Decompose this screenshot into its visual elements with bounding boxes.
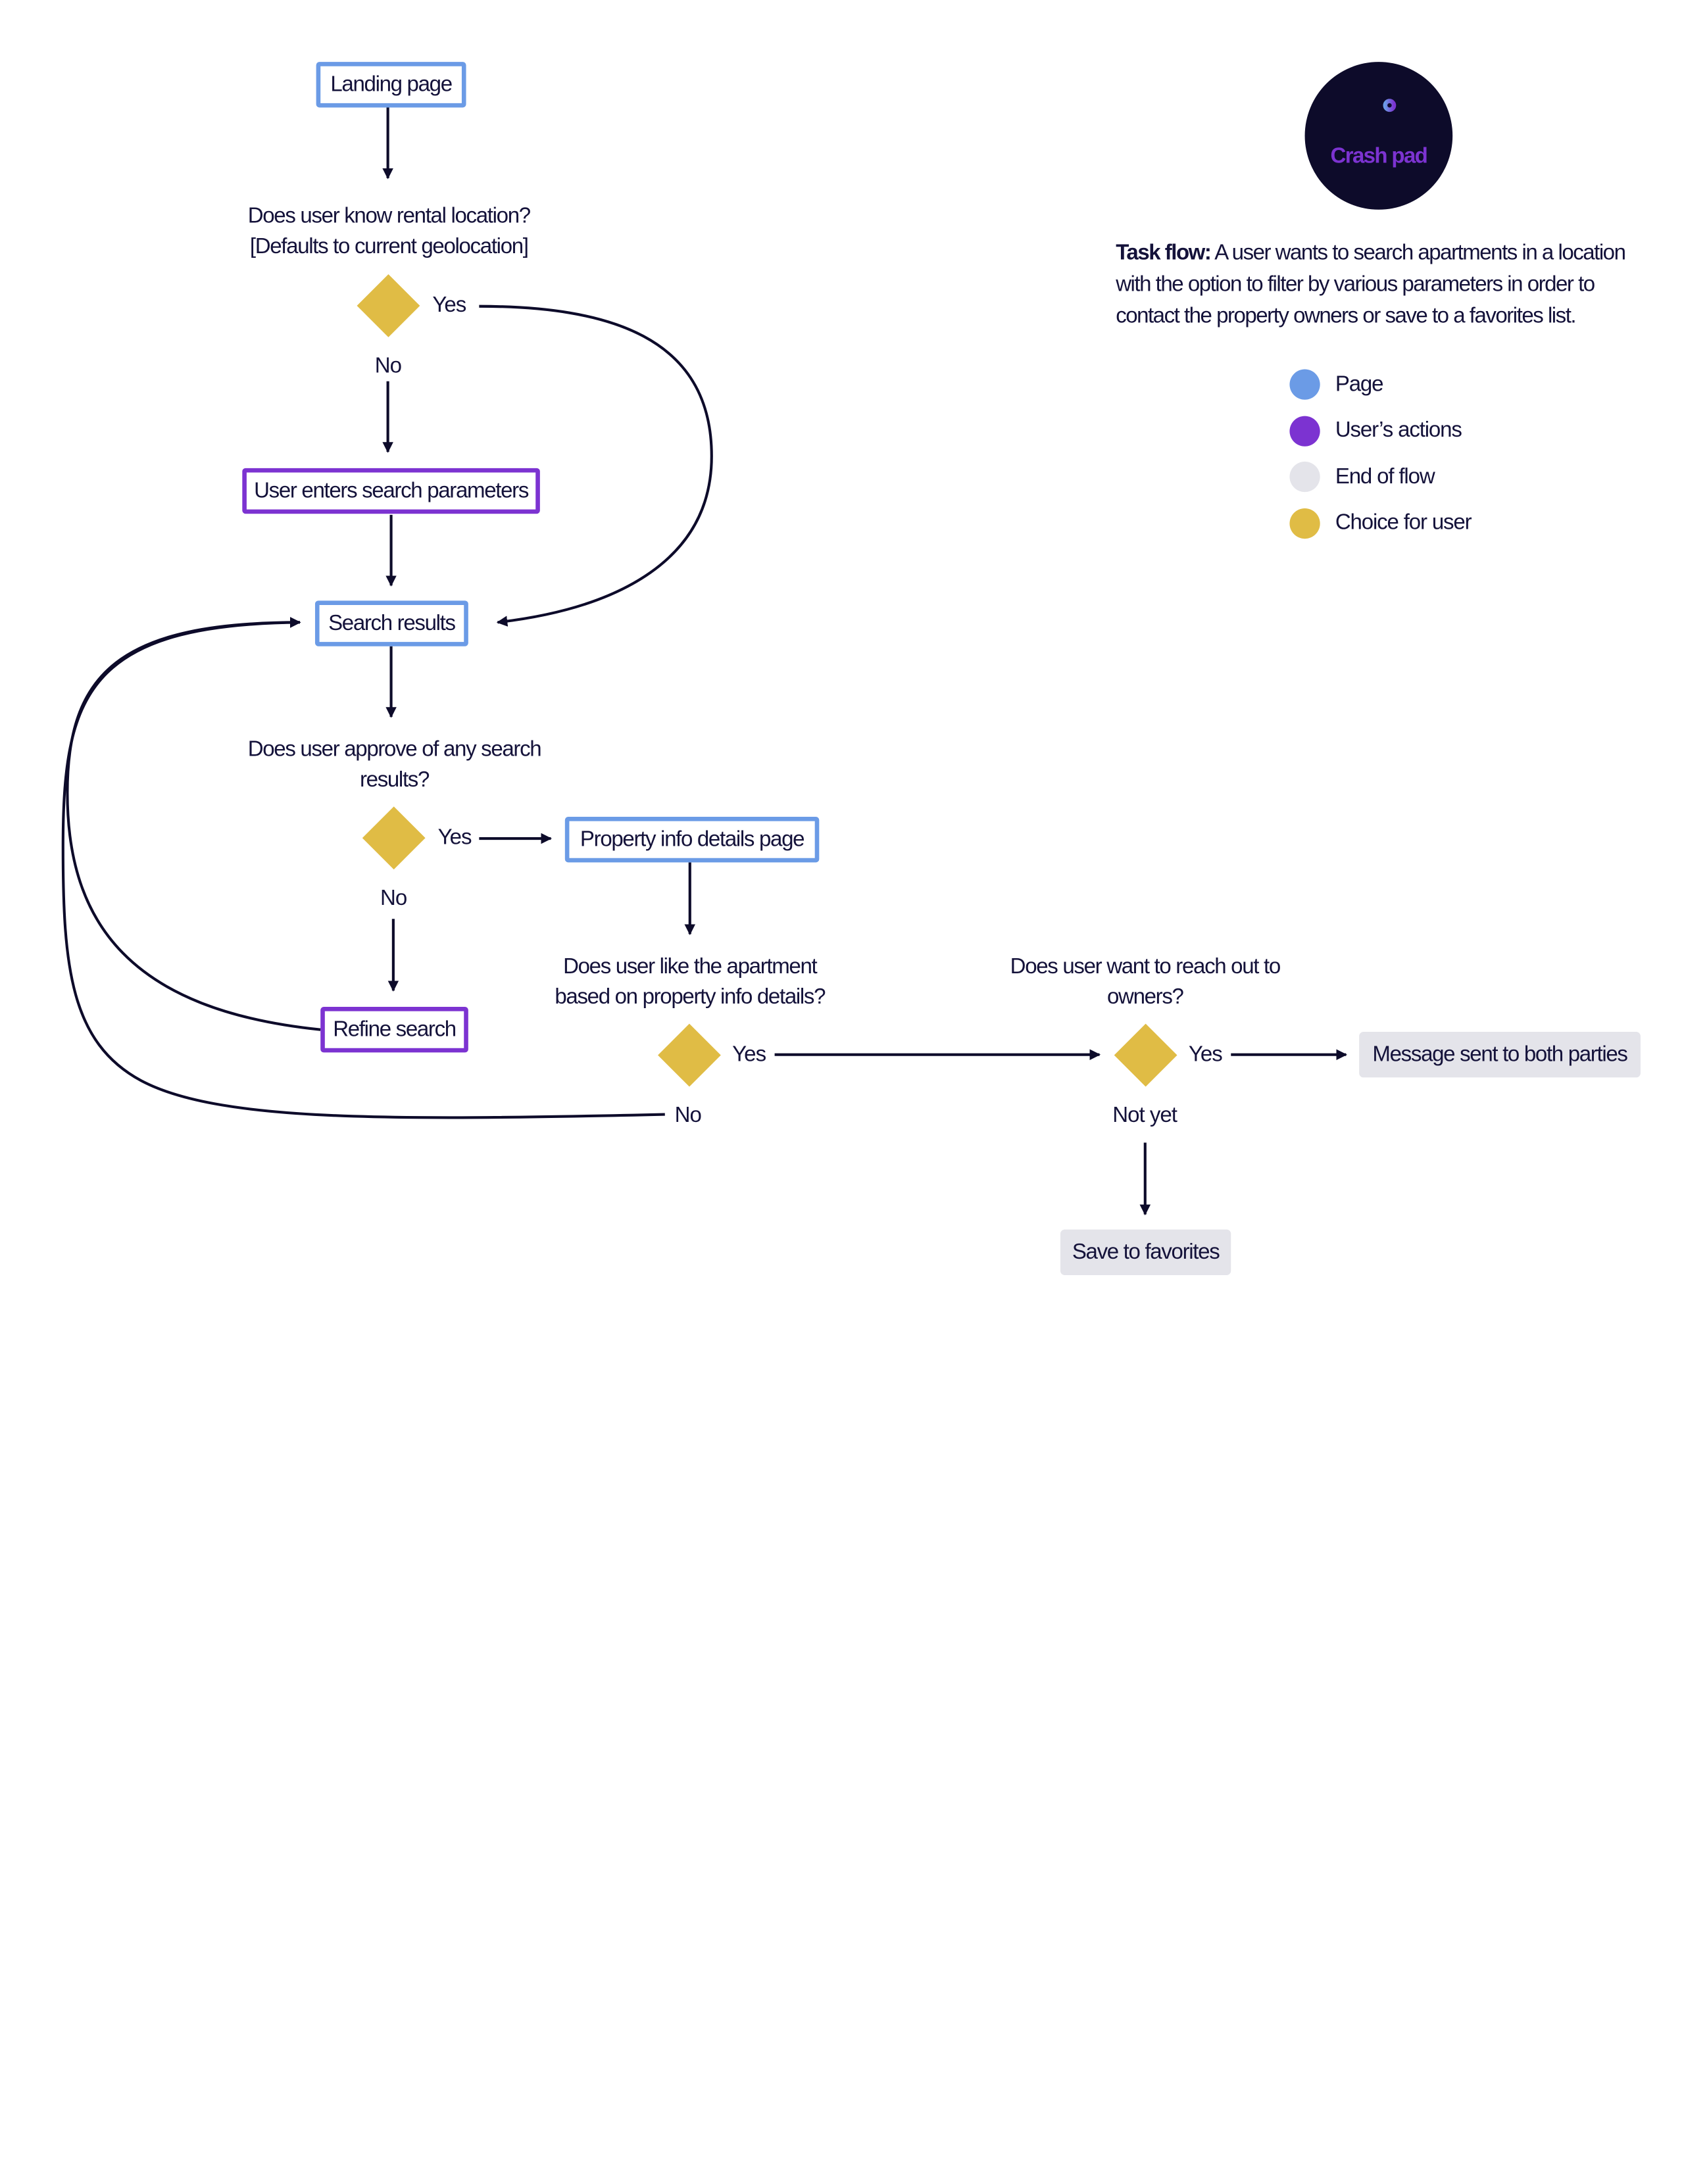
- description-title: Task flow:: [1116, 241, 1212, 265]
- node-landing-page: Landing page: [316, 62, 466, 108]
- legend-item: Choice for user: [1289, 500, 1472, 546]
- arrow-q1-yes-to-search-results: [479, 304, 713, 627]
- question-line: Does user like the apartment: [563, 954, 818, 979]
- legend-label: Page: [1335, 372, 1384, 397]
- question-line: Does user know rental location?: [247, 204, 531, 228]
- label-q4-yes: Yes: [1188, 1042, 1223, 1067]
- legend-item: User’s actions: [1289, 408, 1471, 454]
- label-q3-yes: Yes: [732, 1042, 766, 1067]
- label-q2-yes: Yes: [437, 825, 472, 850]
- question-line: based on property info details?: [555, 985, 826, 1009]
- connectors: [61, 107, 1347, 1216]
- question-like-apartment: Does user like the apartment based on pr…: [516, 952, 864, 1012]
- node-user-enters-search-parameters: User enters search parameters: [242, 468, 540, 514]
- question-line: Does user want to reach out to: [1010, 954, 1281, 979]
- question-line: owners?: [1106, 985, 1184, 1009]
- brand-name: Crash pad: [1330, 144, 1428, 168]
- question-reach-out-owners: Does user want to reach out to owners?: [972, 952, 1320, 1012]
- question-line: results?: [359, 767, 430, 792]
- question-line: Does user approve of any search: [247, 737, 542, 762]
- label-q4-not-yet: Not yet: [1112, 1104, 1177, 1128]
- question-line: [Defaults to current geolocation]: [249, 234, 529, 259]
- question-approve-results: Does user approve of any search results?: [220, 734, 568, 794]
- label-q1-no: No: [374, 354, 402, 378]
- node-search-results: Search results: [314, 600, 468, 646]
- node-property-info-details-page: Property info details page: [564, 817, 820, 863]
- node-message-sent: Message sent to both parties: [1359, 1032, 1641, 1078]
- crash-pad-logo: Crash pad: [1304, 62, 1453, 210]
- legend-item: End of flow: [1289, 454, 1471, 500]
- legend-label: User’s actions: [1335, 418, 1462, 443]
- arrow-refine-to-search-results: [66, 617, 321, 1031]
- legend-dot: [1289, 369, 1320, 400]
- legend-dot: [1289, 508, 1320, 539]
- task-flow-description: Task flow: A user wants to search apartm…: [1116, 238, 1659, 333]
- bed-icon: [1346, 94, 1410, 138]
- arrow-q3-no-to-search-results: [61, 617, 665, 1119]
- legend-label: End of flow: [1335, 464, 1435, 489]
- label-q1-yes: Yes: [432, 293, 466, 318]
- legend-dot: [1289, 416, 1320, 447]
- label-q2-no: No: [380, 886, 407, 911]
- node-save-to-favorites: Save to favorites: [1060, 1229, 1231, 1275]
- question-rental-location: Does user know rental location? [Default…: [217, 201, 560, 262]
- legend-item: Page: [1289, 362, 1471, 408]
- label-q3-no: No: [674, 1104, 702, 1128]
- node-refine-search: Refine search: [320, 1007, 468, 1053]
- description-text: A user wants to search apartments in a l…: [1116, 241, 1626, 328]
- legend-dot: [1289, 462, 1320, 493]
- legend-label: Choice for user: [1335, 510, 1472, 535]
